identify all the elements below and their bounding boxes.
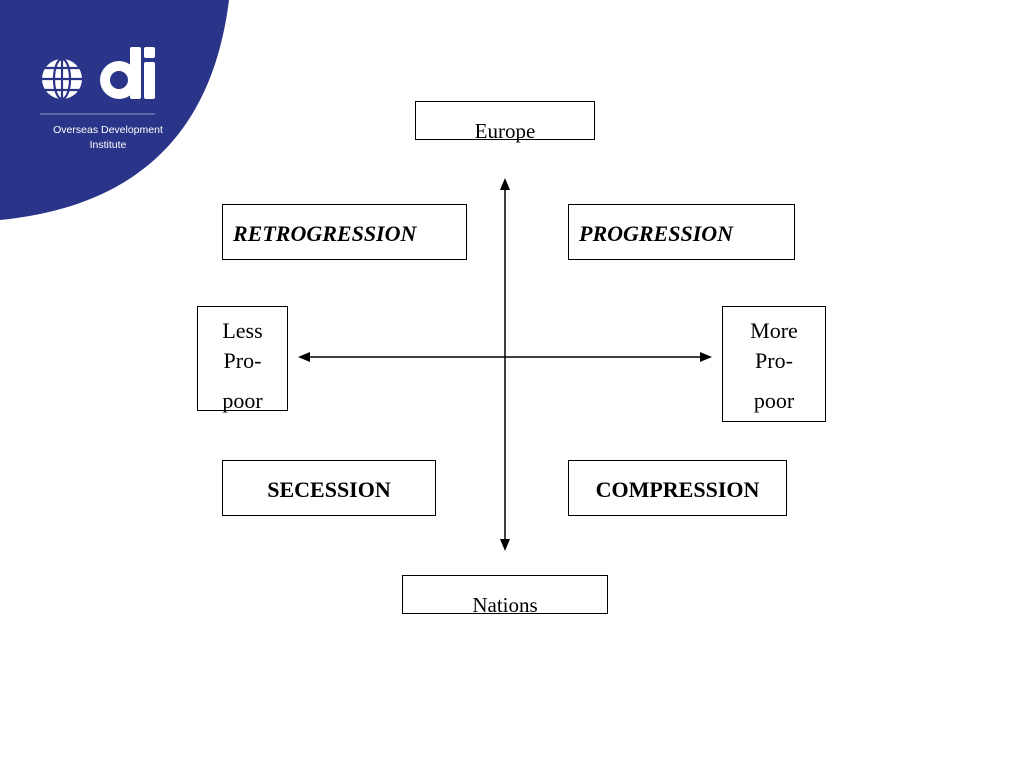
axis-label-less-pro-poor: Less Pro- poor: [197, 306, 288, 413]
vertical-axis-arrow: [500, 178, 510, 551]
less-line3: poor: [222, 388, 263, 413]
quadrant-compression: COMPRESSION: [568, 460, 787, 516]
more-line2: Pro-: [755, 348, 793, 373]
quadrant-secession-label: SECESSION: [267, 477, 391, 502]
globe-icon: [42, 57, 82, 101]
quadrant-compression-label: COMPRESSION: [595, 477, 760, 502]
odi-logo: [0, 0, 229, 220]
logo-name-line2: Institute: [89, 139, 127, 151]
quadrant-progression-label: PROGRESSION: [579, 221, 734, 246]
quadrant-progression: PROGRESSION: [568, 204, 795, 260]
quadrant-secession: SECESSION: [222, 460, 436, 516]
more-line1: More: [750, 318, 798, 343]
axis-label-more-pro-poor: More Pro- poor: [722, 306, 826, 422]
quadrant-retrogression-label: RETROGRESSION: [233, 221, 417, 246]
logo-letters-di: [100, 47, 155, 99]
more-line3: poor: [753, 388, 795, 413]
logo-name: Overseas Development Institute: [38, 123, 178, 153]
axis-label-europe: Europe: [415, 101, 595, 143]
horizontal-axis-arrow: [298, 352, 712, 362]
less-line2: Pro-: [223, 348, 262, 373]
axis-label-europe-text: Europe: [474, 119, 536, 143]
quadrant-retrogression: RETROGRESSION: [222, 204, 467, 260]
axis-label-nations-text: Nations: [472, 593, 538, 617]
less-line1: Less: [222, 318, 263, 343]
axis-label-nations: Nations: [402, 575, 608, 617]
logo-name-line1: Overseas Development: [53, 124, 163, 136]
